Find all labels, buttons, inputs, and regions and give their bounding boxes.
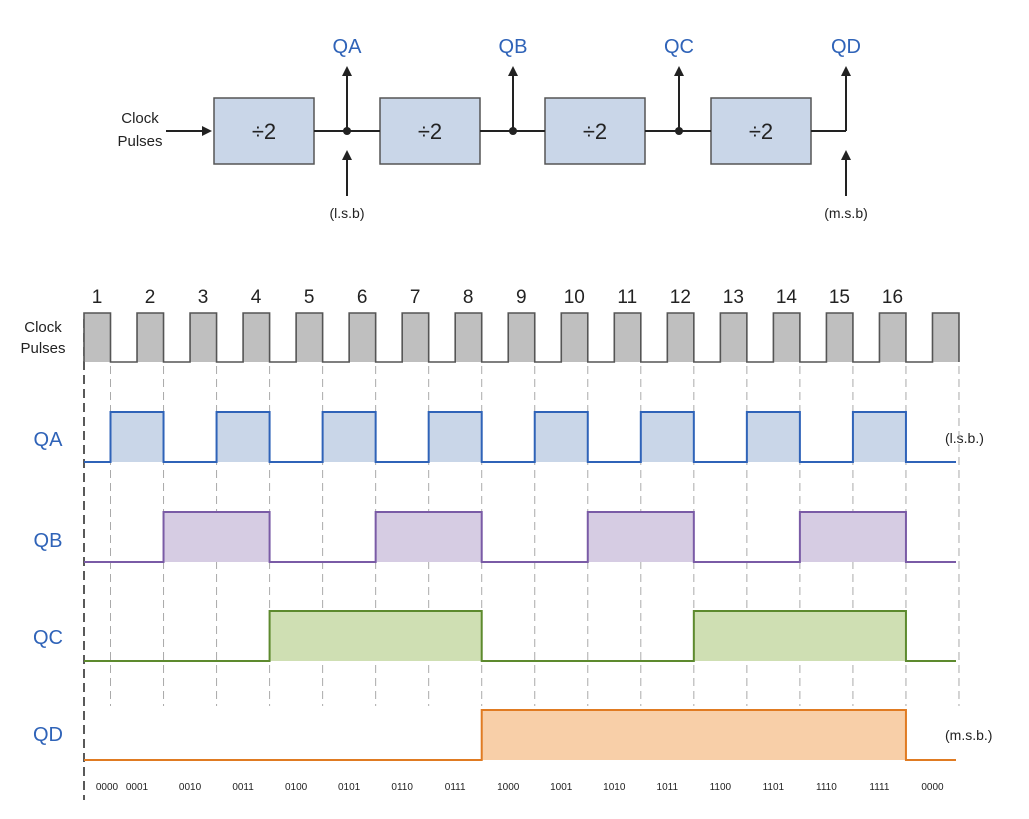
divider-block-2-label: ÷2 (418, 119, 442, 144)
pulse-number-8: 8 (463, 287, 474, 308)
clock-pulse-8 (455, 313, 482, 362)
binary-count-labels: 0000 0001 0010 0011 0100 0101 0110 0111 1000 1001… (96, 782, 944, 793)
binary-value-4: 0100 (285, 782, 308, 793)
clock-pulse-4 (243, 313, 270, 362)
divider-block-1-label: ÷2 (252, 119, 276, 144)
binary-value-10: 1010 (603, 782, 626, 793)
binary-value-2: 0010 (179, 782, 202, 793)
qa-high-region-5 (322, 412, 376, 462)
binary-value-15: 1111 (869, 782, 889, 793)
msb-side-label: (m.s.b.) (945, 727, 992, 743)
binary-value-5: 0101 (338, 782, 361, 793)
binary-value-9: 1001 (550, 782, 573, 793)
divider-block-4-label: ÷2 (749, 119, 773, 144)
pulse-number-14: 14 (776, 287, 798, 308)
qd-high-region-8 (481, 710, 906, 760)
clock-pulse-13 (720, 313, 747, 362)
qc-output-label: QC (664, 36, 694, 58)
pulse-number-2: 2 (145, 287, 156, 308)
binary-value-11: 1011 (657, 782, 679, 793)
qb-high-region-14 (799, 512, 906, 562)
binary-value-3: 0011 (232, 782, 254, 793)
divider-block-3-label: ÷2 (583, 119, 607, 144)
pulse-number-9: 9 (516, 287, 527, 308)
clock-waveform (83, 312, 960, 363)
qa-waveform (84, 411, 956, 463)
qd-output-label: QD (831, 36, 861, 58)
pulse-number-5: 5 (304, 287, 315, 308)
input-label-line2: Pulses (117, 133, 162, 150)
qd-waveform (84, 709, 956, 761)
qb-high-region-10 (587, 512, 694, 562)
clock-pulse-2 (137, 313, 164, 362)
qc-waveform (84, 610, 956, 662)
pulse-number-10: 10 (564, 287, 585, 308)
qc-high-region-12 (693, 611, 906, 661)
clock-row-label-line2: Pulses (20, 340, 65, 357)
pulse-number-7: 7 (410, 287, 421, 308)
qb-high-region-2 (163, 512, 270, 562)
lsb-label: (l.s.b) (330, 205, 365, 221)
pulse-number-15: 15 (829, 287, 850, 308)
clock-pulse-3 (190, 313, 217, 362)
binary-value-13: 1101 (763, 782, 785, 793)
divider-block-3 (544, 97, 646, 165)
qa-high-region-13 (746, 412, 800, 462)
output-waveforms (84, 411, 956, 761)
qc-row-label: QC (33, 627, 63, 649)
pulse-number-12: 12 (670, 287, 691, 308)
qd-row-label: QD (33, 724, 63, 746)
qa-high-region-9 (534, 412, 588, 462)
clock-row-label-line1: Clock (24, 319, 62, 336)
clock-pulse-9 (508, 313, 535, 362)
clock-pulse-12 (667, 313, 694, 362)
binary-value-0: 0000 (96, 782, 119, 793)
pulse-number-11: 11 (617, 287, 637, 308)
binary-value-14: 1110 (816, 782, 837, 793)
lsb-side-label: (l.s.b.) (945, 430, 984, 446)
clock-pulse-16 (879, 313, 906, 362)
binary-value-12: 1100 (710, 782, 732, 793)
pulse-number-1: 1 (92, 287, 103, 308)
clock-outline (83, 312, 960, 363)
clock-pulse-1 (84, 313, 111, 362)
qa-high-region-7 (428, 412, 482, 462)
clock-pulse-10 (561, 313, 588, 362)
binary-value-6: 0110 (391, 782, 413, 793)
qa-high-region-11 (640, 412, 694, 462)
divider-block-2 (379, 97, 481, 165)
clock-pulse-6 (349, 313, 376, 362)
qb-output-label: QB (499, 36, 528, 58)
pulse-number-16: 16 (882, 287, 903, 308)
pulse-number-3: 3 (198, 287, 209, 308)
counter-block-diagram: Clock Pulses ÷2 ÷2 ÷2 ÷2 QA QB QC QD (117, 36, 867, 221)
qa-high-region-1 (110, 412, 164, 462)
clock-pulse-5 (296, 313, 323, 362)
clock-pulse-15 (826, 313, 853, 362)
qc-high-region-4 (269, 611, 482, 661)
binary-value-8: 1000 (497, 782, 520, 793)
msb-label: (m.s.b) (824, 205, 868, 221)
input-label-line1: Clock (121, 110, 159, 127)
pulse-number-4: 4 (251, 287, 262, 308)
binary-value-1: 0001 (126, 782, 149, 793)
clock-pulse-17 (932, 313, 959, 362)
qa-output-label: QA (333, 36, 363, 58)
timing-diagram: Clock Pulses QA QB QC QD (l.s.b.) (m.s.b… (20, 287, 992, 800)
qb-waveform (84, 511, 956, 563)
binary-value-16: 0000 (921, 782, 944, 793)
qa-high-region-15 (852, 412, 906, 462)
pulse-number-13: 13 (723, 287, 744, 308)
qb-high-region-6 (375, 512, 482, 562)
clock-pulse-7 (402, 313, 429, 362)
binary-value-7: 0111 (445, 782, 466, 793)
pulse-number-6: 6 (357, 287, 368, 308)
qb-row-label: QB (34, 530, 63, 552)
qa-row-label: QA (34, 429, 64, 451)
clock-pulse-11 (614, 313, 641, 362)
clock-pulse-14 (773, 313, 800, 362)
qa-high-region-3 (216, 412, 270, 462)
